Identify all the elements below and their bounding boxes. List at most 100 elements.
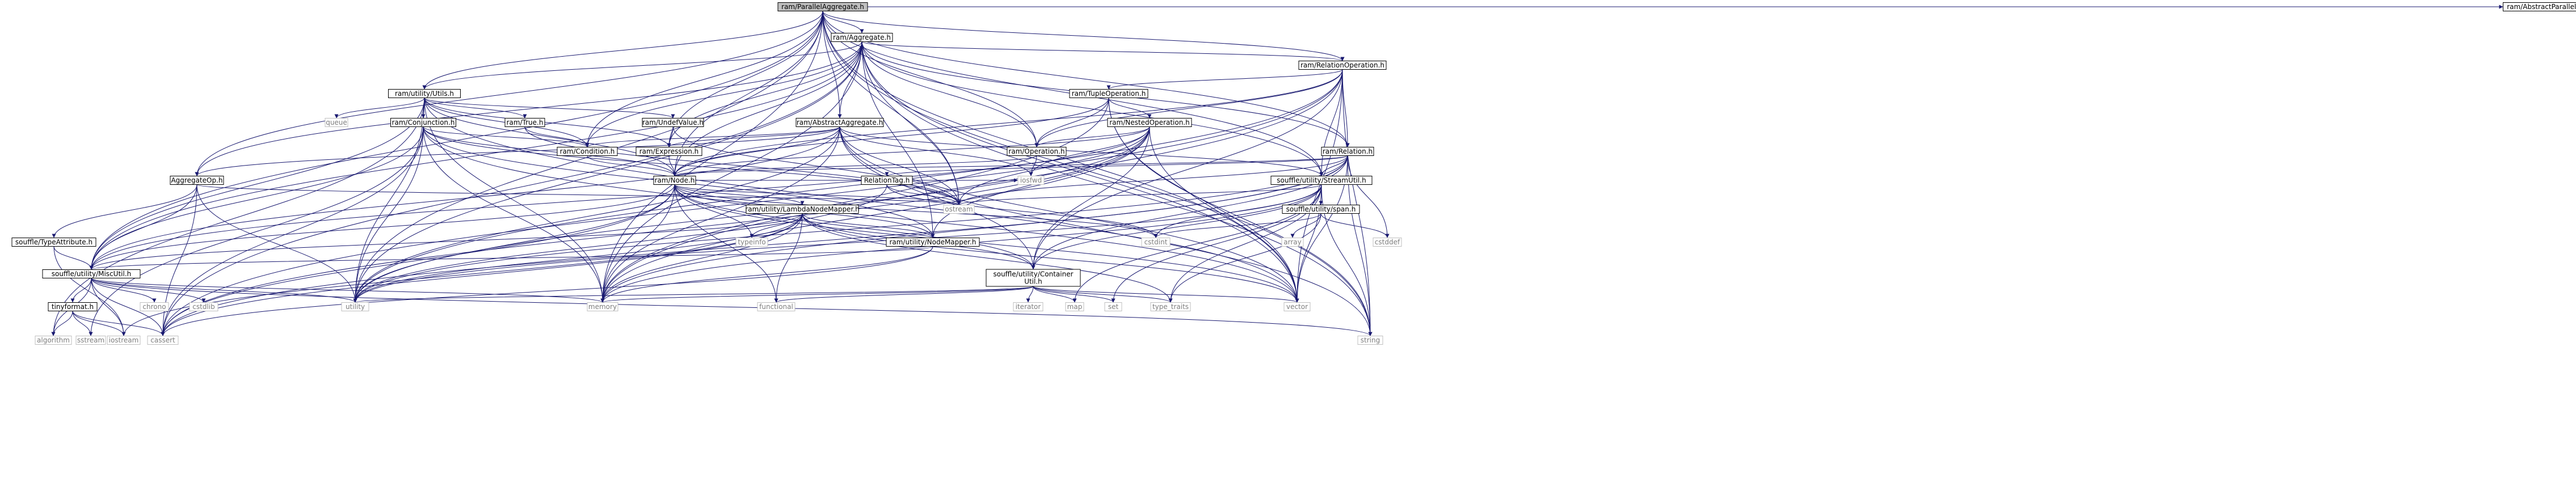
- node-label: AggregateOp.h: [171, 176, 222, 184]
- node-conjunction[interactable]: ram/Conjunction.h: [390, 118, 456, 127]
- node-aggregate[interactable]: ram/Aggregate.h: [831, 33, 893, 42]
- node-box: [1282, 205, 1360, 214]
- edge-root-to-condition: [585, 11, 823, 147]
- edge-conjunction-to-vector: [423, 126, 1299, 303]
- edge-lambda_node_mapper-to-cassert: [161, 213, 803, 336]
- edge-abstract_aggregate-to-iosfwd: [839, 126, 1033, 176]
- node-functional: functional: [757, 302, 795, 311]
- node-label: souffle/utility/MiscUtil.h: [52, 270, 132, 278]
- node-misc-util[interactable]: souffle/utility/MiscUtil.h: [42, 269, 141, 278]
- node-relation[interactable]: ram/Relation.h: [1321, 147, 1374, 156]
- edge-abstract_aggregate-to-condition: [585, 126, 840, 147]
- edge-container_util-to-iterator: [1026, 286, 1034, 303]
- edge-misc_util-to-memory: [91, 278, 605, 303]
- node-lambda-node-mapper[interactable]: ram/utility/LambdaNodeMapper.h: [745, 205, 860, 214]
- node-label: functional: [759, 303, 793, 311]
- node-nested-operation[interactable]: ram/NestedOperation.h: [1107, 118, 1192, 127]
- node-label: ram/NestedOperation.h: [1109, 119, 1189, 126]
- node-box: [1007, 147, 1067, 156]
- node-stream-util[interactable]: souffle/utility/StreamUtil.h: [1270, 176, 1373, 185]
- edge-span-to-cstddef: [1320, 213, 1390, 238]
- node-type-attribute[interactable]: souffle/TypeAttribute.h: [11, 238, 96, 247]
- node-node[interactable]: ram/Node.h: [653, 176, 696, 185]
- node-root[interactable]: ram/ParallelAggregate.h: [777, 2, 868, 11]
- node-span[interactable]: souffle/utility/span.h: [1282, 205, 1360, 214]
- edge-relation-to-string: [1347, 155, 1373, 336]
- node-relation-tag[interactable]: RelationTag.h: [861, 176, 913, 185]
- node-box: [35, 336, 72, 345]
- edge-abstract_aggregate-to-ostream: [839, 126, 961, 205]
- edge-node-to-ostream: [674, 184, 961, 205]
- node-box: [107, 336, 141, 345]
- node-tuple-operation[interactable]: ram/TupleOperation.h: [1069, 89, 1148, 98]
- node-box: [635, 147, 702, 156]
- edge-conjunction-to-sstream: [89, 126, 424, 336]
- node-box: [587, 302, 618, 311]
- node-string: string: [1357, 336, 1383, 345]
- edge-root-to-utils: [422, 11, 823, 90]
- edge-relation-to-node: [672, 155, 1348, 176]
- node-abstract-aggregate[interactable]: ram/AbstractAggregate.h: [795, 118, 884, 127]
- node-box: [1357, 336, 1383, 345]
- edge-misc_util-to-utility: [91, 278, 357, 303]
- node-box: [746, 205, 859, 214]
- edge-utils-to-algorithm: [51, 98, 425, 336]
- node-iosfwd: iosfwd: [1017, 176, 1045, 185]
- edge-relation-to-relation_tag: [885, 155, 1348, 176]
- node-undef-value[interactable]: ram/UndefValue.h: [642, 118, 704, 127]
- node-condition[interactable]: ram/Condition.h: [557, 147, 618, 156]
- edge-node_mapper-to-memory: [600, 246, 933, 303]
- node-label: ram/ParallelAggregate.h: [781, 3, 864, 11]
- node-box: [831, 33, 893, 42]
- node-label: souffle/TypeAttribute.h: [15, 238, 92, 246]
- node-relation-operation[interactable]: ram/RelationOperation.h: [1298, 61, 1387, 70]
- edge-utils-to-expression: [424, 98, 671, 147]
- node-label: ram/TupleOperation.h: [1072, 90, 1146, 98]
- node-aggregate-op[interactable]: AggregateOp.h: [170, 176, 224, 185]
- node-label: ram/Condition.h: [560, 147, 615, 155]
- edge-conjunction-to-cassert: [161, 126, 424, 336]
- edge-utils-to-vector: [424, 98, 1299, 303]
- edge-relation_operation-to-node: [672, 69, 1343, 176]
- node-box: [1107, 118, 1192, 127]
- node-label: algorithm: [37, 336, 70, 344]
- node-abstract-parallel[interactable]: ram/AbstractParallel.h: [2503, 2, 2576, 11]
- edge-root-to-utility: [353, 11, 823, 303]
- node-box: [147, 336, 179, 345]
- edge-node-to-lambda_node_mapper: [674, 184, 805, 205]
- edge-node_mapper-to-cassert: [161, 246, 933, 336]
- node-box: [1373, 238, 1402, 247]
- node-true-h[interactable]: ram/True.h: [504, 118, 545, 127]
- edge-relation_operation-to-memory: [600, 69, 1343, 303]
- node-utils[interactable]: ram/utility/Utils.h: [388, 89, 461, 98]
- node-label: sstream: [77, 336, 104, 344]
- node-box: [2503, 2, 2576, 11]
- edge-nested_operation-to-misc_util: [89, 126, 1150, 270]
- node-box: [325, 118, 348, 127]
- node-algorithm: algorithm: [35, 336, 72, 345]
- node-tinyformat[interactable]: tinyformat.h: [48, 302, 98, 311]
- edge-tuple_operation-to-node: [672, 98, 1109, 176]
- edge-aggregate-to-relation_operation: [861, 41, 1345, 61]
- node-cstddef: cstddef: [1373, 238, 1402, 247]
- edge-stream_util-to-vector: [1295, 184, 1322, 303]
- node-label: iosfwd: [1020, 176, 1042, 184]
- edge-misc_util-to-string: [91, 278, 1373, 336]
- edge-aggregate_op-to-type_attribute: [52, 184, 197, 238]
- edge-conjunction-to-condition: [423, 126, 590, 147]
- edge-node-to-typeinfo: [674, 184, 754, 238]
- node-node-mapper[interactable]: ram/utility/NodeMapper.h: [886, 238, 980, 247]
- edge-relation_tag-to-utility: [353, 184, 887, 303]
- edge-node-to-vector: [674, 184, 1299, 303]
- edge-abstract_aggregate-to-node: [672, 126, 840, 176]
- node-iterator: iterator: [1013, 302, 1043, 311]
- edge-node-to-utility: [353, 184, 675, 303]
- node-box: [1281, 238, 1304, 247]
- node-expression[interactable]: ram/Expression.h: [635, 147, 702, 156]
- node-array: array: [1281, 238, 1304, 247]
- node-label: array: [1283, 238, 1301, 246]
- edge-node-to-misc_util: [89, 184, 675, 270]
- node-box: [189, 302, 218, 311]
- node-operation[interactable]: ram/Operation.h: [1007, 147, 1067, 156]
